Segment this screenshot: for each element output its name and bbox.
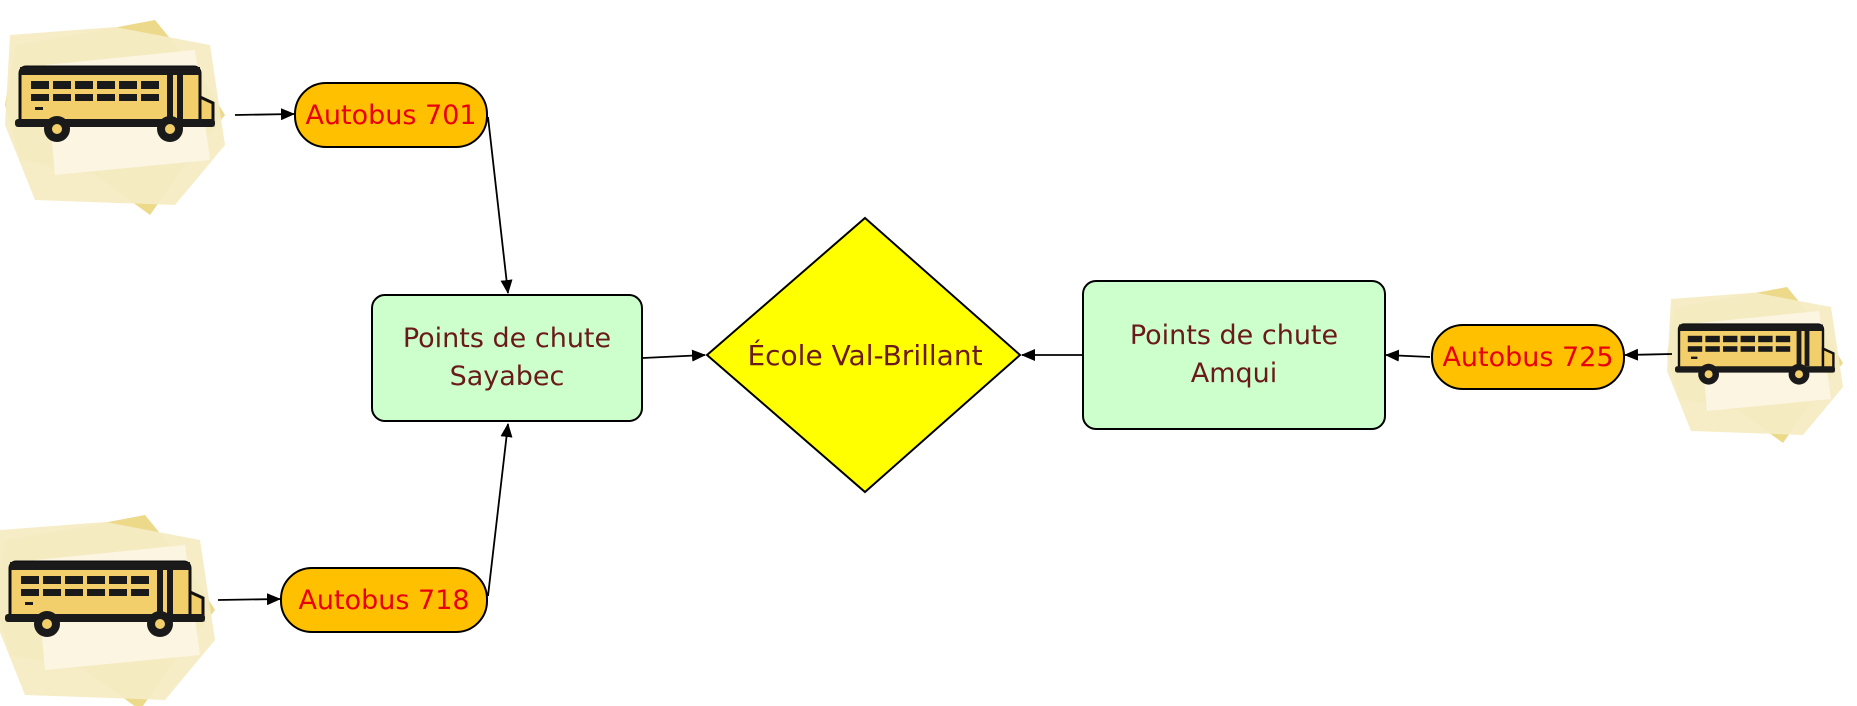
bus-label-725: Autobus 725	[1431, 324, 1625, 390]
dropoff-sayabec-line2: Sayabec	[449, 361, 565, 392]
arrow-bus701-to-pill	[234, 108, 295, 121]
bus-label-718-text: Autobus 718	[298, 584, 470, 616]
school-label: École Val-Brillant	[747, 338, 983, 372]
dropoff-amqui-line2: Amqui	[1190, 358, 1278, 389]
bus-label-725-text: Autobus 725	[1442, 341, 1614, 373]
arrow-725-to-amqui	[1385, 349, 1431, 362]
arrow-bus725-to-pill	[1624, 348, 1673, 361]
school-bus-icon	[5, 20, 225, 215]
school-bus-icon	[1667, 287, 1843, 443]
dropoff-amqui: Points de chute Amqui	[1082, 280, 1386, 430]
bus-label-701-text: Autobus 701	[305, 99, 477, 131]
dropoff-amqui-line1: Points de chute	[1129, 320, 1339, 351]
dropoff-sayabec: Points de chute Sayabec	[371, 294, 643, 422]
school-bus-icon	[0, 515, 215, 706]
school-diamond	[705, 216, 1022, 494]
dropoff-sayabec-line1: Points de chute	[402, 323, 612, 354]
arrow-sayabec-to-school	[642, 349, 706, 362]
arrow-701-to-sayabec	[487, 116, 513, 294]
arrow-718-to-sayabec	[487, 423, 513, 597]
arrow-bus718-to-pill	[217, 593, 281, 606]
bus-label-718: Autobus 718	[280, 567, 488, 633]
bus-label-701: Autobus 701	[294, 82, 488, 148]
